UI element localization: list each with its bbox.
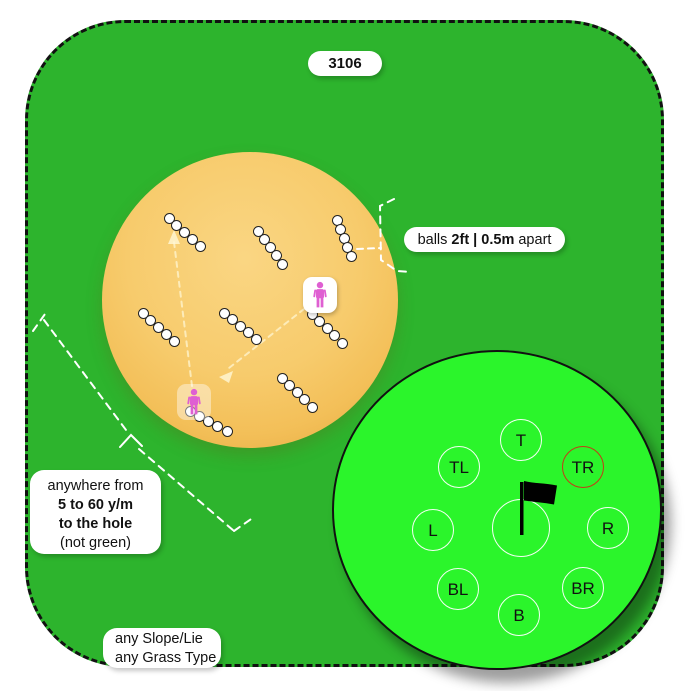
flag-icon bbox=[520, 481, 557, 535]
conditions-line1: any Slope/Lie bbox=[115, 631, 203, 647]
golf-ball bbox=[221, 425, 233, 437]
golf-ball bbox=[306, 401, 318, 413]
conditions-note: any Slope/Lie any Grass Type bbox=[103, 628, 221, 668]
hole-label: BR bbox=[571, 578, 595, 598]
distance-note-line2: 5 to 60 y/m bbox=[58, 497, 133, 513]
golf-ball bbox=[336, 337, 348, 349]
distance-note-line4: (not green) bbox=[60, 535, 131, 551]
golf-ball bbox=[264, 242, 276, 254]
hole-R[interactable]: R bbox=[587, 507, 629, 549]
golf-ball bbox=[252, 225, 264, 237]
hole-B[interactable]: B bbox=[498, 594, 540, 636]
spacing-m: 0.5m bbox=[481, 231, 515, 248]
ball-spacing-label: balls 2ft | 0.5m apart bbox=[404, 227, 565, 252]
hole-label: T bbox=[515, 430, 527, 450]
golf-ball bbox=[194, 241, 206, 253]
golf-ball bbox=[329, 330, 341, 342]
golf-ball bbox=[258, 233, 270, 245]
drill-id-badge: 3106 bbox=[308, 51, 382, 76]
golf-ball bbox=[276, 258, 288, 270]
drill-id-text: 3106 bbox=[328, 55, 362, 72]
golf-ball bbox=[270, 250, 282, 262]
golf-ball bbox=[160, 328, 172, 340]
golf-ball bbox=[250, 333, 262, 345]
hole-L[interactable]: L bbox=[412, 509, 454, 551]
golf-ball bbox=[193, 410, 205, 422]
hole-TL[interactable]: TL bbox=[438, 446, 480, 488]
spacing-text: balls bbox=[417, 231, 452, 248]
hole-label: R bbox=[601, 518, 615, 538]
distance-note-line1: anywhere from bbox=[47, 478, 144, 494]
spacing-ft: 2ft bbox=[451, 231, 470, 248]
hole-BR[interactable]: BR bbox=[562, 567, 604, 609]
golf-ball bbox=[137, 307, 149, 319]
player-marker-1 bbox=[303, 277, 337, 313]
golf-ball bbox=[276, 372, 288, 384]
conditions-line2: any Grass Type bbox=[115, 650, 217, 666]
hitting-area-circle bbox=[102, 152, 398, 448]
golf-ball bbox=[153, 321, 165, 333]
player-marker-2 bbox=[177, 384, 211, 420]
distance-note: anywhere from 5 to 60 y/m to the hole (n… bbox=[30, 470, 161, 554]
hole-T[interactable]: T bbox=[500, 419, 542, 461]
golf-ball bbox=[299, 394, 310, 406]
hole-TR[interactable]: TR bbox=[562, 446, 604, 488]
golf-ball bbox=[345, 251, 357, 263]
golf-ball bbox=[291, 387, 303, 399]
person-icon bbox=[187, 388, 201, 415]
golf-ball bbox=[284, 379, 295, 391]
spacing-sep: | bbox=[469, 231, 482, 248]
hole-label: TR bbox=[571, 457, 595, 477]
golf-ball bbox=[212, 420, 224, 432]
golf-ball bbox=[168, 335, 180, 347]
distance-note-line3: to the hole bbox=[58, 516, 133, 532]
hole-label: B bbox=[513, 605, 525, 625]
golf-ball bbox=[321, 323, 333, 335]
hole-label: TL bbox=[449, 457, 469, 477]
golf-ball bbox=[314, 315, 326, 327]
hole-label: BL bbox=[447, 579, 469, 599]
hole-label: L bbox=[428, 520, 438, 540]
spacing-apart: apart bbox=[514, 231, 552, 248]
golf-ball bbox=[145, 314, 157, 326]
person-icon bbox=[313, 281, 327, 308]
hole-BL[interactable]: BL bbox=[437, 568, 479, 610]
golf-ball bbox=[163, 212, 175, 224]
